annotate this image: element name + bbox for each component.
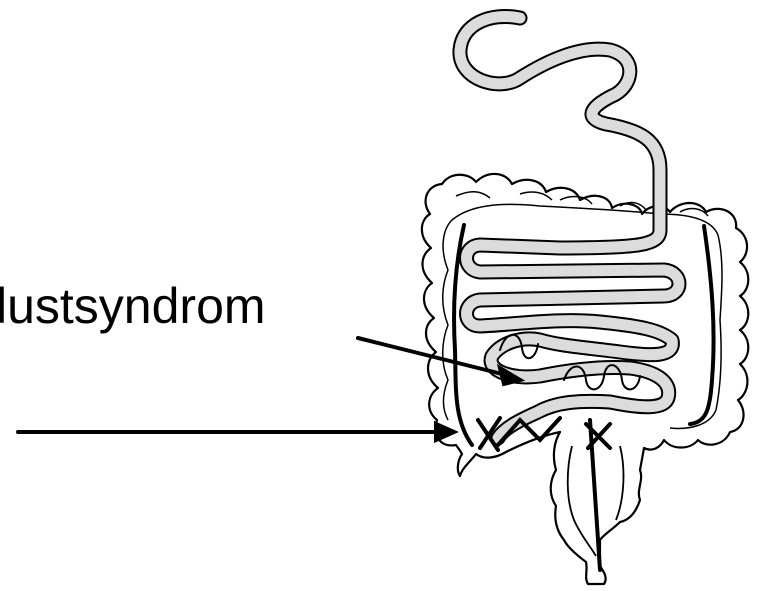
- syndrome-label: lustsyndrom: [0, 276, 266, 336]
